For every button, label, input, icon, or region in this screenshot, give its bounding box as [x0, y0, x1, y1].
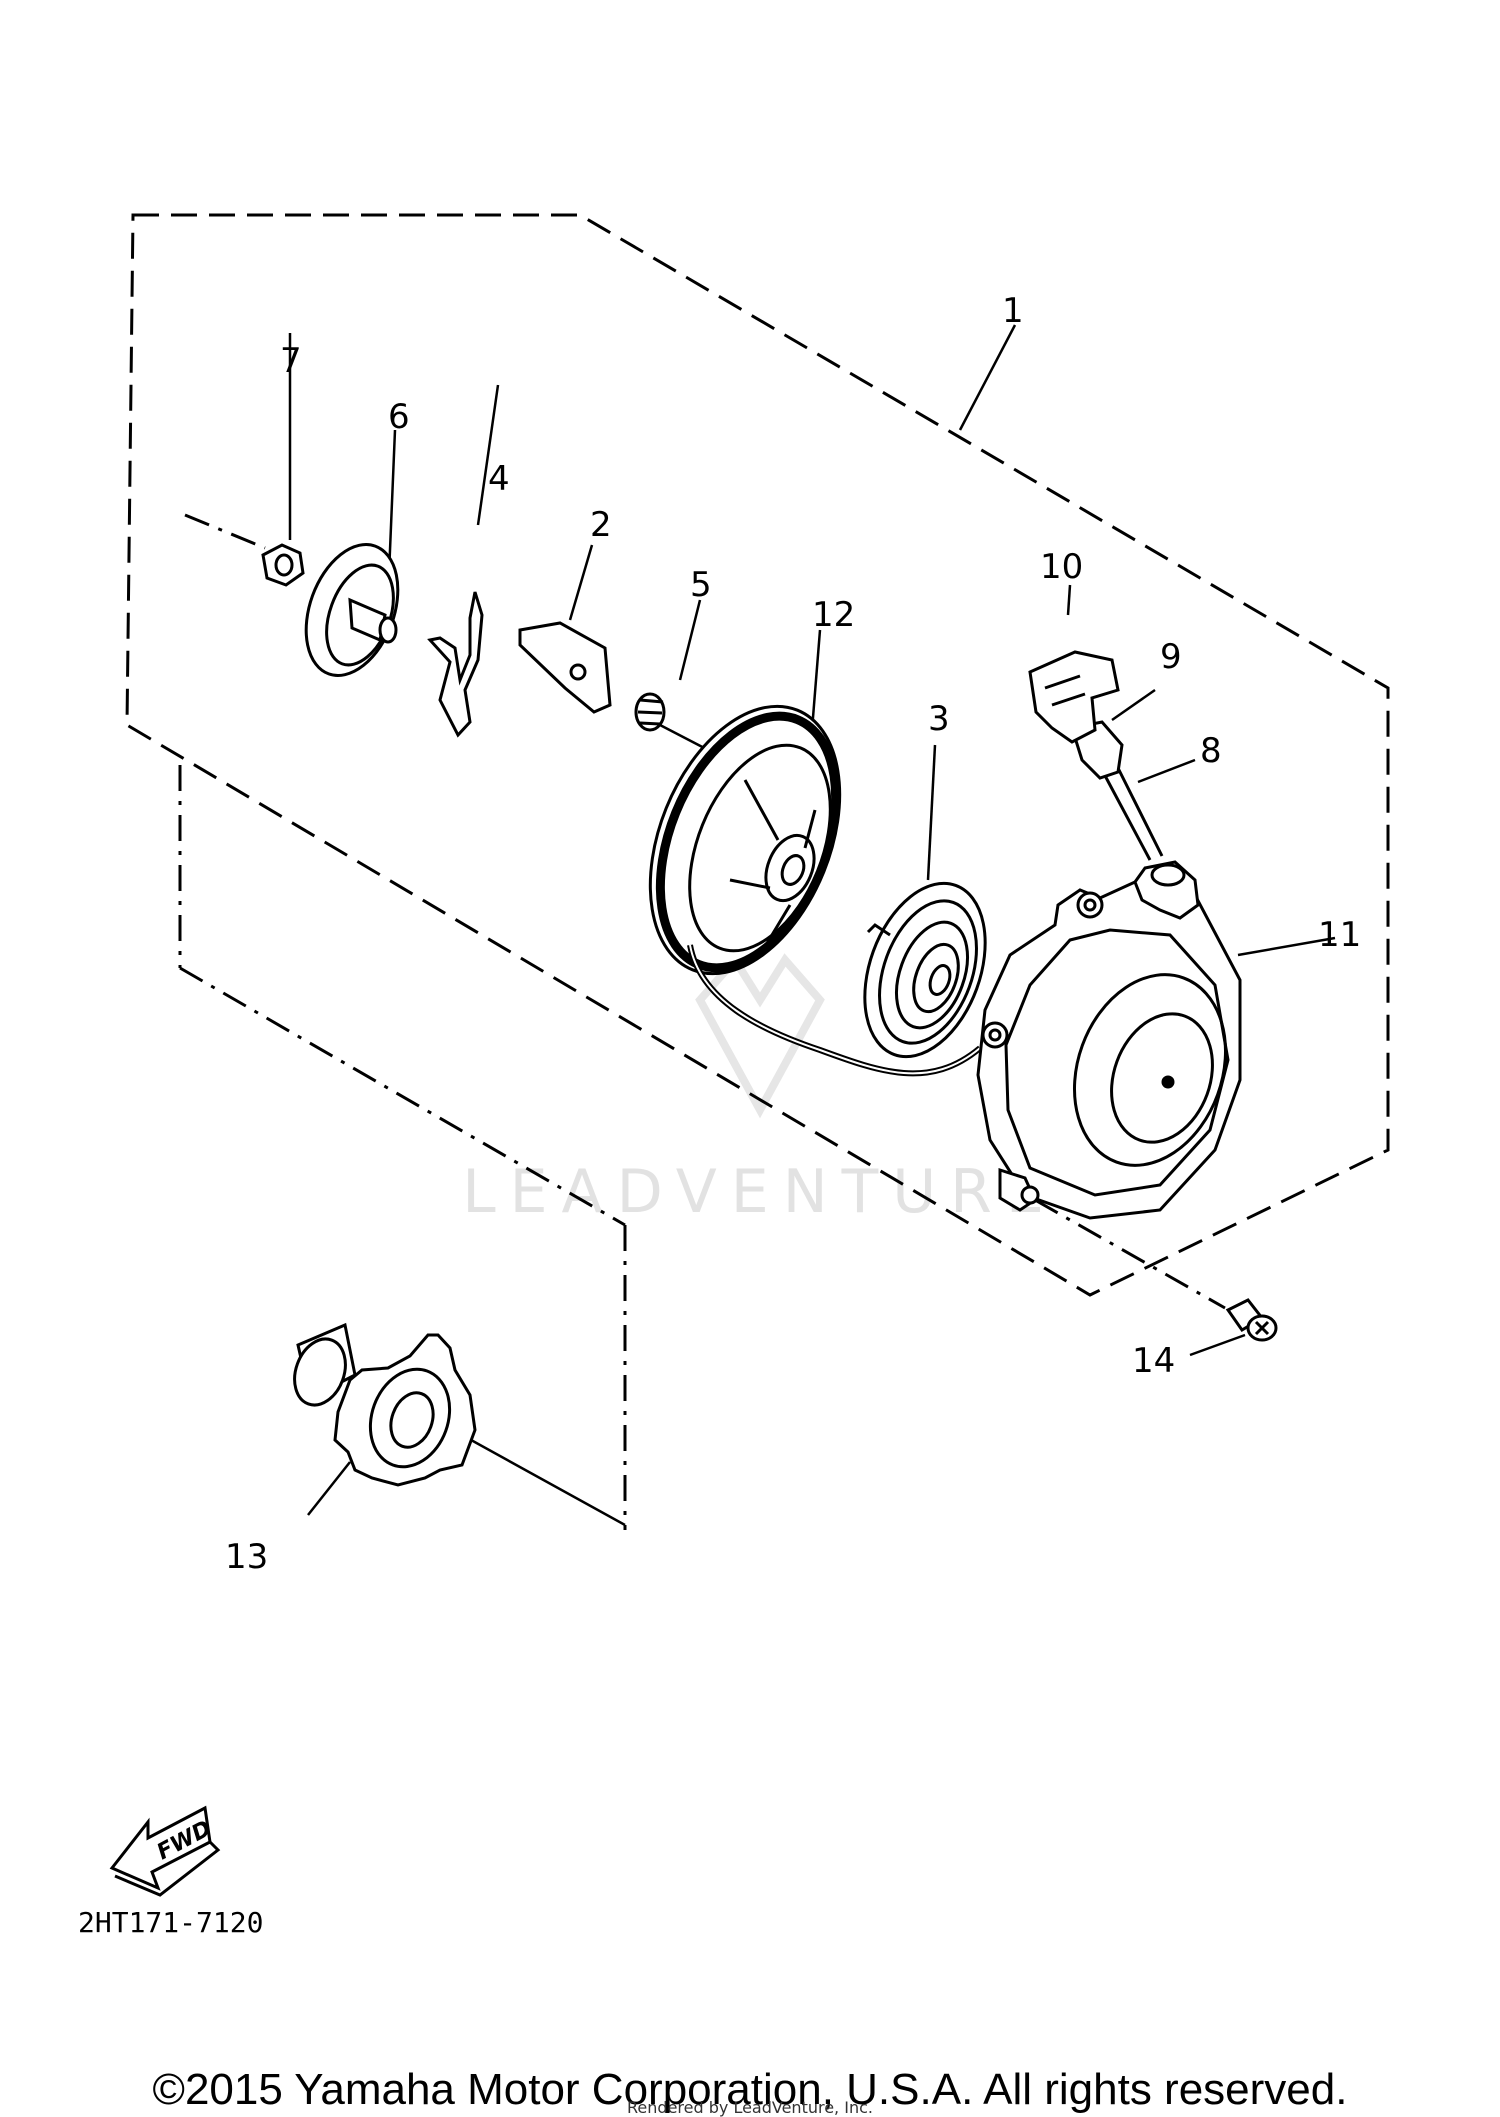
callout-10: 10 [1040, 547, 1083, 587]
callout-14: 14 [1132, 1341, 1175, 1381]
fwd-arrow: FWD [109, 1805, 221, 1897]
callout-6: 6 [388, 397, 410, 437]
watermark-logo-icon [695, 953, 825, 1119]
part-11-starter-case [976, 860, 1242, 1220]
part-7-nut [261, 543, 305, 587]
callout-4: 4 [488, 459, 510, 499]
callout-labels: 1 2 3 4 5 6 7 8 9 10 11 12 13 14 [225, 291, 1361, 1577]
part-9-10-handle [1028, 650, 1124, 780]
callout-8: 8 [1200, 731, 1222, 771]
callout-3: 3 [928, 699, 950, 739]
part-4-spring [427, 591, 484, 738]
callout-7: 7 [280, 341, 302, 381]
part-13-drive-pulley [293, 1322, 477, 1487]
callout-5: 5 [690, 565, 712, 605]
callout-13: 13 [225, 1537, 268, 1577]
part-5-spring [634, 692, 666, 732]
part-6-cap [304, 543, 400, 677]
callout-12: 12 [812, 595, 855, 635]
drawing-code: 2HT171-7120 [78, 1906, 263, 1939]
assembly-boundary [125, 213, 1390, 1297]
callout-2: 2 [590, 505, 612, 545]
rendered-by-notice: Rendered by LeadVenture, Inc. [627, 2098, 873, 2117]
part-3-spiral-spring [863, 881, 987, 1059]
reference-box [178, 513, 1226, 1530]
part-2-pawl [518, 621, 612, 714]
callout-1: 1 [1002, 291, 1024, 331]
watermark-text: LEADVENTURE [462, 1157, 1058, 1227]
copyright-notice: ©2015 Yamaha Motor Corporation, U.S.A. A… [152, 2065, 1348, 2114]
rope-inner [689, 944, 981, 1075]
part-14-bolt [1225, 1298, 1278, 1342]
watermark: LEADVENTURE [462, 953, 1058, 1227]
fwd-arrow-icon [109, 1805, 212, 1891]
part-8-rope [1100, 763, 1164, 861]
callout-9: 9 [1160, 637, 1182, 677]
leader-lines [288, 324, 1336, 1527]
part-12-reel [648, 704, 842, 976]
callout-11: 11 [1318, 915, 1361, 955]
